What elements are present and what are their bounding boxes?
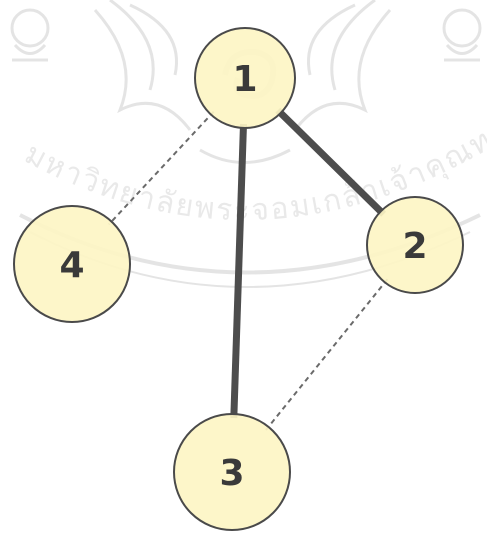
edges-layer <box>108 107 389 431</box>
node-2: 2 <box>366 196 464 294</box>
node-label-4: 4 <box>59 245 84 286</box>
node-circle-1 <box>194 27 296 129</box>
nodes-layer: 1 2 3 4 <box>13 27 464 531</box>
node-1: 1 <box>194 27 296 129</box>
edge-1-3 <box>230 123 247 419</box>
edge-2-3 <box>265 278 389 431</box>
node-label-2: 2 <box>402 226 427 267</box>
node-4: 4 <box>13 205 131 323</box>
node-circle-2 <box>366 196 464 294</box>
node-3: 3 <box>173 413 291 531</box>
edge-1-2 <box>275 107 387 217</box>
edge-1-4 <box>108 111 215 226</box>
node-circle-4 <box>13 205 131 323</box>
node-circle-3 <box>173 413 291 531</box>
node-label-1: 1 <box>232 59 257 100</box>
node-label-3: 3 <box>219 453 244 494</box>
